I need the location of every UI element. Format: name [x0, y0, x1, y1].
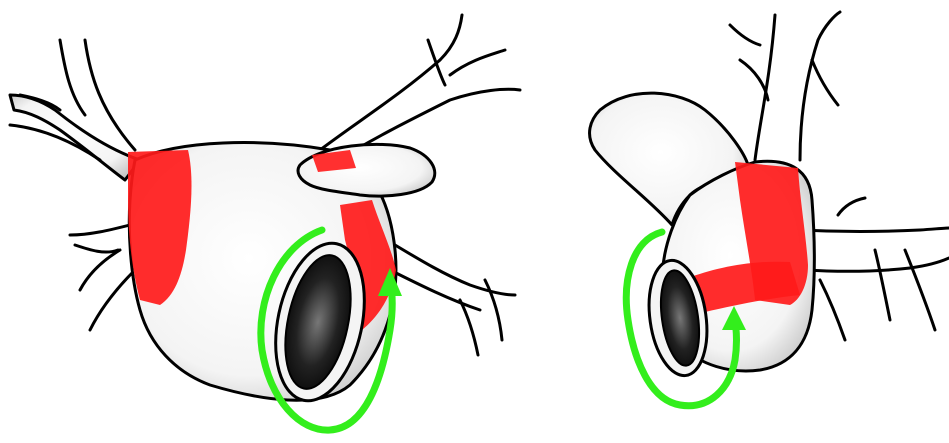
right-panel — [590, 12, 949, 406]
left-panel-upper-right-vein — [320, 15, 520, 165]
left-panel — [10, 15, 520, 430]
left-panel-upper-left-vein — [10, 40, 140, 180]
left-panel-lower-right-vein — [390, 245, 515, 355]
right-panel-right-vein — [800, 198, 949, 340]
left-panel-lower-left-vein — [70, 225, 135, 330]
right-panel-upper-vein — [730, 12, 840, 160]
